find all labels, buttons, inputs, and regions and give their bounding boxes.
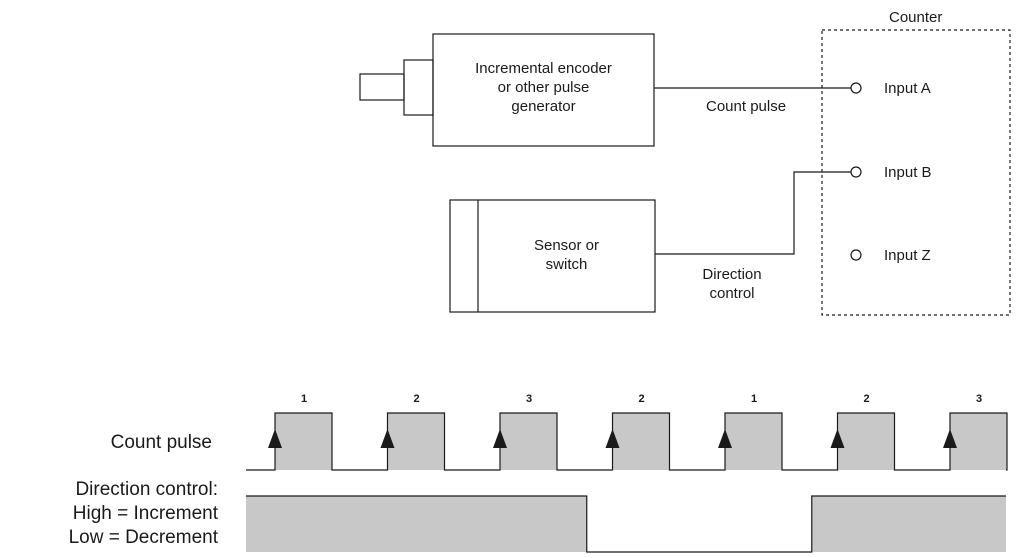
- pulse-count-label: 3: [525, 393, 533, 405]
- count-pulse-5: [725, 413, 782, 470]
- direction-high-segment: [246, 496, 587, 552]
- pulse-count-label: 2: [638, 393, 645, 405]
- input-z-label: Input Z: [884, 247, 931, 264]
- direction-control-waveform: [246, 495, 1006, 553]
- direction-wire-label: Direction control: [691, 265, 773, 303]
- direction-high-segment: [811, 496, 1006, 552]
- direction-wire-label-line2: control: [709, 285, 755, 302]
- rising-edge-arrow-icon: [493, 429, 507, 448]
- count-pulse-7: [950, 413, 1007, 470]
- input-z-terminal-icon: [850, 249, 862, 261]
- rising-edge-arrow-icon: [268, 429, 282, 448]
- input-a-label: Input A: [884, 80, 931, 97]
- pulse-count-label: 2: [413, 393, 420, 405]
- rising-edge-arrow-icon: [718, 429, 732, 448]
- timing-direction-label: Direction control: High = Increment Low …: [0, 478, 218, 550]
- sensor-box: [449, 199, 656, 313]
- rising-edge-arrow-icon: [380, 429, 395, 448]
- encoder-label-line3: generator: [511, 98, 576, 115]
- rising-edge-arrow-icon: [605, 429, 620, 448]
- encoder-collar: [403, 59, 434, 116]
- direction-wire: [655, 171, 851, 255]
- direction-high-fill: [246, 496, 1006, 552]
- count-pulse-waveform: [246, 412, 1008, 471]
- sensor-label-line2: switch: [545, 256, 588, 273]
- direction-wire-label-line1: Direction: [702, 266, 762, 283]
- rising-edge-arrow-icon: [830, 429, 845, 448]
- input-b-terminal-icon: [850, 166, 862, 178]
- timing-direction-label-line3: Low = Decrement: [68, 527, 218, 548]
- encoder-box: [432, 33, 655, 147]
- count-pulse-3: [500, 413, 557, 470]
- timing-count-pulse-label: Count pulse: [110, 432, 212, 453]
- encoder-label-line2: or other pulse: [497, 79, 590, 96]
- count-pulse-6: [837, 413, 895, 470]
- input-b-label: Input B: [884, 164, 932, 181]
- count-pulse-1: [275, 413, 332, 470]
- pulse-count-label: 3: [975, 393, 983, 405]
- pulse-count-label: 1: [300, 393, 308, 405]
- pulse-count-label: 1: [750, 393, 758, 405]
- timing-direction-label-line2: High = Increment: [72, 503, 218, 524]
- counter-title: Counter: [889, 9, 943, 26]
- input-a-terminal-icon: [850, 82, 862, 94]
- encoder-label: Incremental encoder or other pulse gener…: [433, 59, 654, 116]
- rising-edge-arrow-icon: [943, 429, 957, 448]
- encoder-shaft: [359, 73, 405, 101]
- count-pulse-fills: [275, 413, 1007, 470]
- count-pulse-2: [387, 413, 445, 470]
- timing-direction-label-line1: Direction control:: [75, 479, 218, 500]
- count-pulse-4: [612, 413, 670, 470]
- rising-edge-arrows: [268, 429, 957, 448]
- count-pulse-wire-label: Count pulse: [706, 98, 787, 115]
- pulse-count-label: 2: [863, 393, 870, 405]
- sensor-label-line1: Sensor or: [533, 237, 600, 254]
- counter-box: [821, 29, 1011, 316]
- sensor-label: Sensor or switch: [478, 236, 655, 274]
- encoder-label-line1: Incremental encoder: [475, 60, 612, 77]
